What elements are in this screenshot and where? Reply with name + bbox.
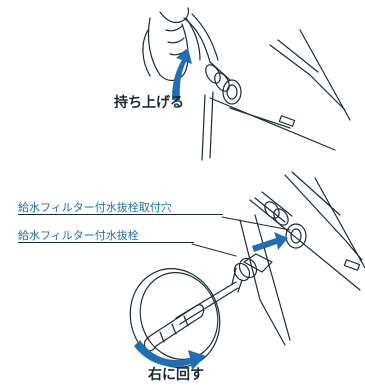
plug-callout-label: 給水フィルター付水抜栓: [18, 229, 139, 242]
hole-callout-label: 給水フィルター付水抜栓取付穴: [18, 201, 172, 214]
mounting-hole: [285, 223, 307, 249]
curved-turn-arrow-icon: [134, 340, 206, 370]
appliance-frame-top: [201, 29, 351, 161]
leader-line-hole: [221, 216, 291, 231]
hand-icon: [142, 7, 201, 82]
drain-plug: [231, 253, 273, 293]
screwdriver-handle: [143, 304, 205, 352]
hose: [183, 13, 231, 81]
leader-line-plug: [191, 243, 237, 257]
lift-label: 持ち上げる: [114, 95, 184, 111]
hose-fitting: [205, 64, 242, 105]
appliance-frame-bottom: [239, 171, 365, 346]
turn-right-label: 右に回す: [148, 367, 204, 383]
insert-arrow-icon: [252, 232, 288, 252]
frame-hose-stub: [254, 191, 293, 226]
curved-up-arrow-icon: [172, 48, 192, 100]
